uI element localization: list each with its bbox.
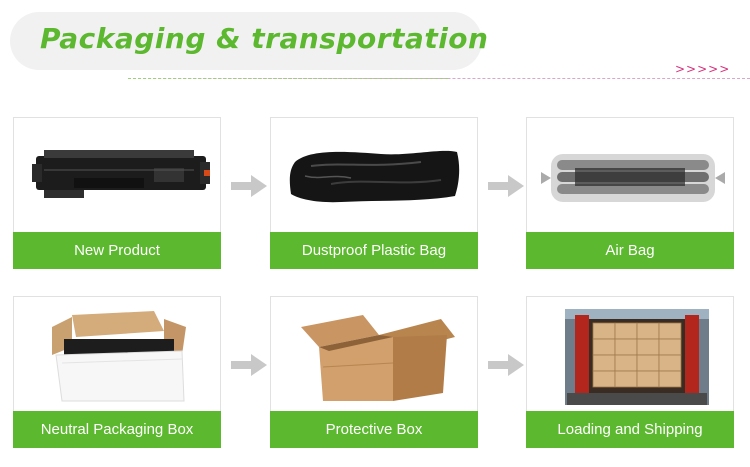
step-card-new-product: New Product	[13, 117, 221, 269]
arrow-right-icon	[488, 175, 524, 197]
step-card-air-bag: Air Bag	[526, 117, 734, 269]
step-card-plastic-bag: Dustproof Plastic Bag	[270, 117, 478, 269]
step-label: Air Bag	[526, 232, 734, 269]
title-banner	[10, 12, 482, 70]
arrow-right-icon	[231, 175, 267, 197]
toner-cartridge-icon	[32, 150, 210, 198]
step-card-loading-shipping: Loading and Shipping	[526, 296, 734, 448]
white-box-icon	[52, 311, 186, 402]
cardboard-box-icon	[301, 315, 455, 401]
header-divider-accent	[128, 78, 448, 79]
step-label: New Product	[13, 232, 221, 269]
step-label: Protective Box	[270, 411, 478, 448]
step-label: Loading and Shipping	[526, 411, 734, 448]
step-card-protective-box: Protective Box	[270, 296, 478, 448]
plastic-bag-icon	[289, 150, 460, 203]
step-label: Dustproof Plastic Bag	[270, 232, 478, 269]
decorative-arrows: >>>>>	[675, 62, 731, 76]
page-title: Packaging & transportation	[40, 22, 489, 55]
air-bag-icon	[541, 154, 725, 202]
truck-loading-icon	[565, 309, 709, 405]
arrow-right-icon	[231, 354, 267, 376]
arrow-right-icon	[488, 354, 524, 376]
step-card-neutral-box: Neutral Packaging Box	[13, 296, 221, 448]
step-label: Neutral Packaging Box	[13, 411, 221, 448]
